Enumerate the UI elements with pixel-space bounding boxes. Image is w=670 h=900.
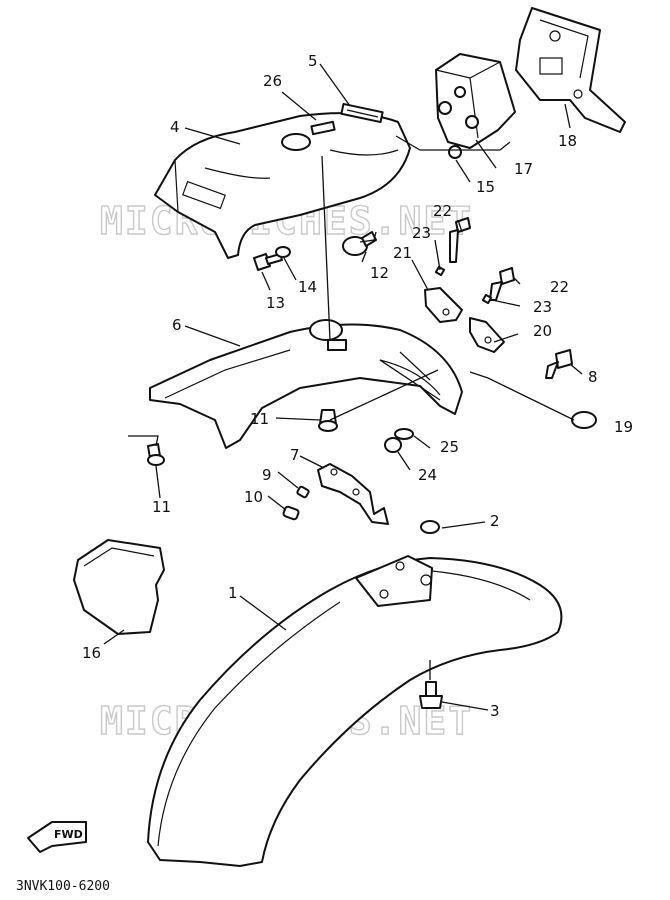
leader-lines [103,63,583,711]
part-1-front-fender [147,555,563,867]
part-11-grommet-lower [147,443,165,466]
callout-15: 15 [476,178,495,196]
callout-5: 5 [308,52,318,70]
callout-16: 16 [82,644,101,662]
callout-13: 13 [266,294,285,312]
callout-23-lower: 23 [533,298,552,316]
callout-12: 12 [370,264,389,282]
callout-17: 17 [514,160,533,178]
callout-11-lower: 11 [152,498,171,516]
part-20-stay [469,317,505,353]
part-6-rear-fender-inner [149,319,463,449]
callout-14: 14 [298,278,317,296]
part-18-bracket [515,7,626,133]
part-22-bolt-lower [489,267,515,301]
part-11-grommet-upper [318,409,338,432]
part-23-washer-lower [481,293,493,305]
callout-2: 2 [490,512,500,530]
part-8-bolt [545,349,573,379]
callout-8: 8 [588,368,598,386]
callout-21: 21 [393,244,412,262]
part-7-bracket [317,463,389,525]
part-2-collar [420,520,440,534]
part-25-washer [394,428,414,440]
part-17-tail-light [435,53,516,149]
callout-10: 10 [244,488,263,506]
callout-22-lower: 22 [550,278,569,296]
drawing-code: 3NVK100-6200 [16,879,110,894]
callout-19: 19 [614,418,633,436]
part-16-plate [73,539,165,635]
part-22-bolt-upper [449,217,471,263]
part-5-emblem [340,102,384,124]
forward-direction-arrow: FWD [27,821,87,853]
callout-18: 18 [558,132,577,150]
part-3-bolt [419,681,443,709]
callout-3: 3 [490,702,500,720]
fwd-label: FWD [54,828,83,841]
callout-9: 9 [262,466,272,484]
callout-4: 4 [170,118,180,136]
part-24-nut [384,437,402,453]
callout-25: 25 [440,438,459,456]
callout-24: 24 [418,466,437,484]
part-10-nut [282,505,300,521]
callout-20: 20 [533,322,552,340]
part-23-washer-upper [434,265,446,277]
part-19-reflector [571,411,597,429]
part-14-washer [275,246,291,258]
callout-7: 7 [290,446,300,464]
part-21-stay [424,287,463,323]
callout-labels: 4 5 26 18 17 15 22 23 21 12 14 13 22 23 … [82,52,633,720]
callout-23-upper: 23 [412,224,431,242]
callout-1: 1 [228,584,238,602]
callout-11-upper: 11 [250,410,269,428]
part-4-rear-cover [154,112,411,259]
part-15-nut [448,145,462,159]
callout-26: 26 [263,72,282,90]
part-9-clip [296,485,310,499]
callout-22-upper: 22 [433,202,452,220]
callout-6: 6 [172,316,182,334]
